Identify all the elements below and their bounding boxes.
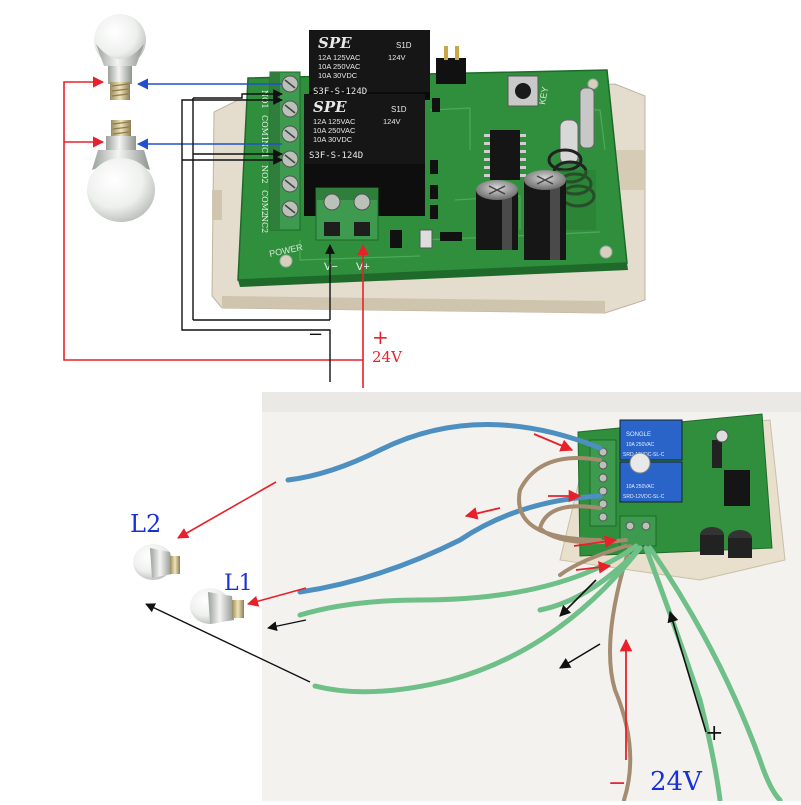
relay-2-code: S1D	[391, 105, 407, 114]
relay-1-code: S1D	[396, 41, 412, 50]
jumper-header	[436, 46, 466, 84]
photo-arrows	[145, 433, 707, 760]
blue-cable	[285, 422, 603, 483]
key-label: KEY	[537, 86, 550, 105]
black-arrow	[559, 643, 601, 669]
terminal-screw-slot	[284, 104, 296, 114]
relay-2-brand: SPE	[313, 98, 347, 116]
label-l2: L2	[130, 510, 161, 538]
bulb-top-2	[87, 120, 155, 222]
photo-cables	[285, 422, 783, 803]
relay-1: SPE S1D 12A 125VAC 10A 250VAC 10A 30VDC …	[309, 30, 430, 100]
bottom-photo: SONGLE 10A 250VAC SRD-12VDC-SL-C 10A 250…	[130, 392, 801, 803]
relay-1-brand: SPE	[318, 34, 352, 52]
blue-cable	[297, 493, 603, 595]
relay-1-coil: 124V	[388, 53, 406, 62]
terminal-label: NC2	[260, 215, 269, 233]
smd-component	[419, 229, 433, 249]
terminal-label: COM1	[260, 115, 269, 141]
relay-2-spec-line: 12A 125VAC	[313, 117, 356, 126]
red-arrow	[177, 481, 277, 539]
ic-chip	[484, 130, 526, 180]
relay-2-coil: 124V	[383, 117, 401, 126]
top-diagram: KEY SPE	[63, 14, 646, 388]
photo-relay-model: SRD-12VDC-SL-C	[623, 494, 665, 500]
red-arrow	[246, 587, 307, 607]
terminal-label: NO2	[260, 165, 269, 184]
green-cable	[643, 545, 723, 803]
green-cable	[537, 545, 643, 613]
relay-1-spec-line: 10A 30VDC	[318, 71, 358, 80]
smd-component	[390, 230, 402, 248]
top-minus-sign: −	[308, 324, 323, 345]
smd-component	[430, 205, 438, 219]
red-arrow	[464, 507, 501, 520]
top-voltage-label: 24V	[372, 348, 403, 366]
terminal-label: NC1	[260, 140, 269, 158]
relay-1-spec-line: 12A 125VAC	[318, 53, 361, 62]
terminal-screw-slot	[284, 204, 296, 214]
brown-cable	[537, 504, 628, 545]
smd-component	[440, 232, 462, 241]
red-arrow	[573, 535, 618, 548]
green-cable	[647, 545, 783, 803]
relay-2-spec-line: 10A 250VAC	[313, 126, 356, 135]
relay-2-model: S3F-S-124D	[309, 151, 363, 161]
bulb-top-1	[94, 14, 146, 100]
green-cable	[297, 543, 639, 618]
red-arrow	[575, 561, 612, 574]
brown-cable	[558, 544, 628, 577]
relay-2-spec-line: 10A 30VDC	[313, 135, 353, 144]
label-l1: L1	[224, 571, 253, 596]
terminal-screw-slot	[284, 79, 296, 89]
bottom-voltage-label: 24V	[650, 767, 703, 797]
red-wire	[63, 76, 364, 388]
capacitor-1	[476, 180, 518, 250]
power-terminal-block	[315, 187, 379, 241]
photo-relay	[619, 419, 683, 461]
smd-component	[430, 160, 438, 174]
bulb-l2	[133, 544, 180, 580]
top-plus-sign: +	[372, 325, 389, 349]
photo-relay	[619, 461, 683, 503]
black-arrow	[559, 579, 597, 617]
relay-1-model: S3F-S-124D	[313, 87, 367, 97]
key-button	[507, 75, 539, 107]
black-wire	[181, 95, 331, 382]
smd-component	[430, 185, 438, 199]
terminal-screw-slot	[284, 179, 296, 189]
relay-1-spec-line: 10A 250VAC	[318, 62, 361, 71]
terminal-label: COM2	[260, 190, 269, 216]
photo-relay-spec: 10A 250VAC	[626, 484, 655, 490]
terminal-screw-slot	[284, 154, 296, 164]
brown-cable	[608, 544, 633, 802]
red-arrow	[533, 433, 574, 452]
top-wiring	[63, 76, 369, 388]
black-arrow	[267, 619, 307, 631]
black-arrow	[667, 610, 707, 733]
bottom-plus-sign: +	[705, 721, 723, 746]
photo-relay-brand: SONGLE	[626, 432, 651, 438]
green-cable	[312, 545, 643, 695]
bottom-minus-sign: −	[608, 771, 626, 796]
qc-sticker	[629, 452, 651, 474]
smd-component	[432, 98, 440, 112]
photo-relay-spec: 10A 250VAC	[626, 442, 655, 448]
black-arrow	[145, 603, 311, 683]
terminal-screw-slot	[284, 129, 296, 139]
output-terminal-block	[269, 71, 301, 231]
capacitor-2	[524, 170, 566, 260]
black-wire	[193, 89, 283, 99]
bulb-l1	[190, 588, 244, 624]
v-minus-label: V−	[324, 261, 338, 273]
